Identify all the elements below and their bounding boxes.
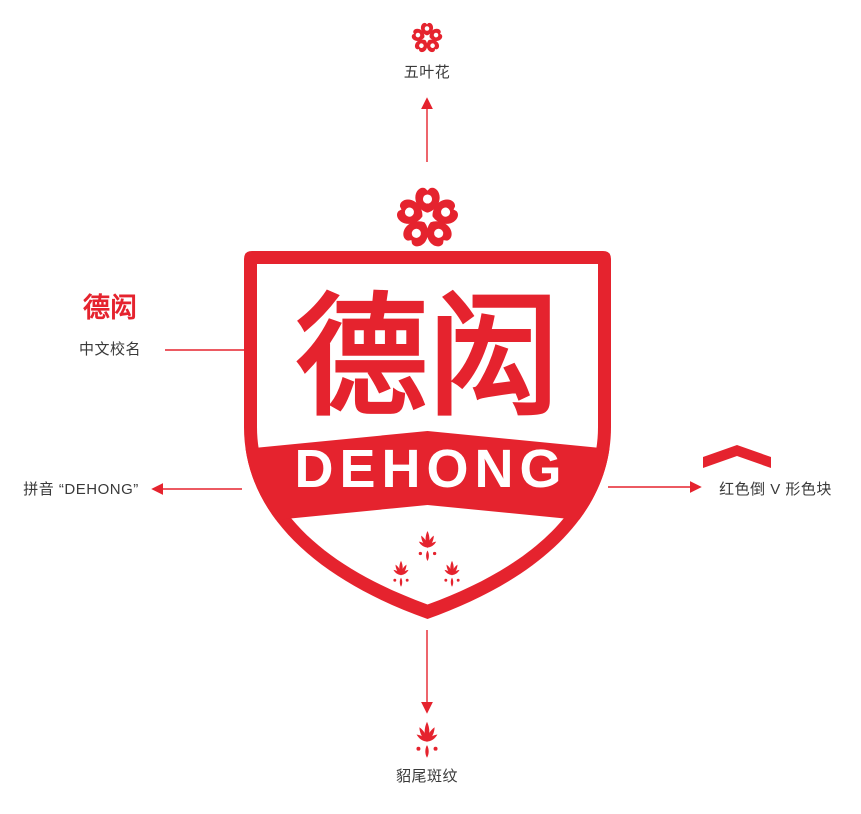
chinese-name-calligraphy: 德闳 xyxy=(83,293,137,324)
mink-tail-glyph xyxy=(415,721,439,758)
emblem-calligraphy: 德闳 xyxy=(296,280,560,435)
label-chinese-name: 中文校名 xyxy=(78,341,141,358)
five-petal-flower-glyph xyxy=(410,22,444,54)
school-emblem: 德闳 DEHONG xyxy=(244,187,611,619)
shield-chevron-band xyxy=(244,431,611,523)
red-chevron-icon xyxy=(703,445,771,468)
label-chevron: 红色倒 V 形色块 xyxy=(719,481,832,498)
mink-tail-icon xyxy=(415,721,439,758)
label-pinyin: 拼音 “DEHONG” xyxy=(23,481,139,498)
five-petal-flower-icon xyxy=(410,22,444,54)
label-flower: 五叶花 xyxy=(403,64,451,81)
label-mink-tail: 貂尾斑纹 xyxy=(395,768,458,785)
emblem-flower-icon xyxy=(394,187,461,250)
red-chevron-shape xyxy=(703,445,771,468)
emblem-wordmark: DEHONG xyxy=(294,439,567,499)
